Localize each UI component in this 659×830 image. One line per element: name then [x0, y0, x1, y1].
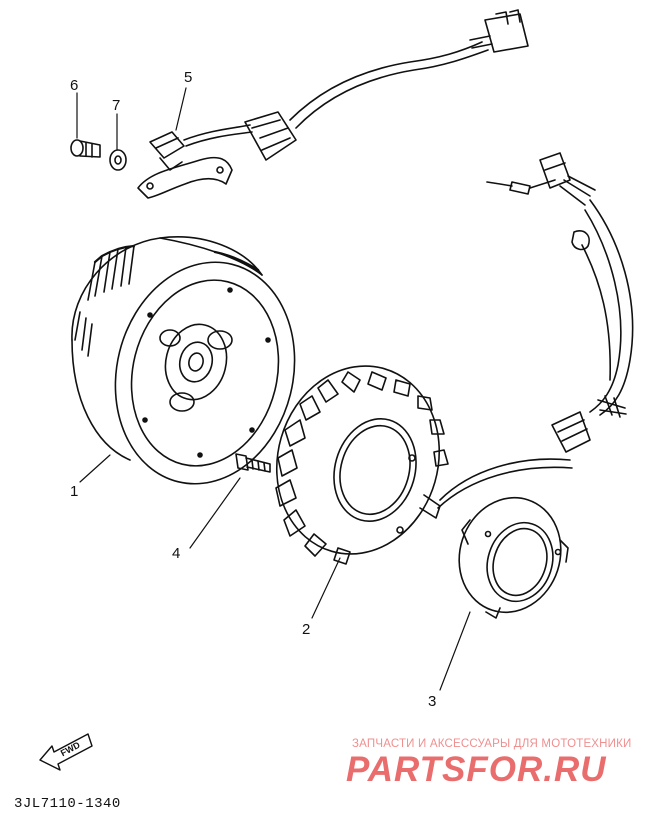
- callout-part-5: 5: [184, 69, 193, 86]
- callout-part-2: 2: [302, 621, 311, 638]
- stator-wire-harness: [486, 152, 634, 418]
- fwd-arrow-icon: [39, 733, 93, 771]
- callout-part-4: 4: [172, 545, 181, 562]
- callout-part-1: 1: [70, 483, 79, 500]
- leader-lines: [76, 87, 471, 691]
- stator: [275, 365, 591, 565]
- rotor-flywheel: [71, 236, 296, 485]
- callout-part-3: 3: [428, 693, 437, 710]
- bolt-part-4: [235, 453, 271, 473]
- callout-part-7: 7: [112, 97, 121, 114]
- washer-part-7: [109, 149, 127, 171]
- screw-part-6: [70, 139, 101, 158]
- watermark-tagline: ЗАПЧАСТИ И АКСЕССУАРЫ ДЛЯ МОТОТЕХНИКИ: [352, 738, 632, 750]
- pickup-coil: [458, 496, 569, 619]
- diagram-code: 3JL7110-1340: [14, 796, 121, 812]
- watermark-brand-logo: PARTSFOR.RU: [346, 750, 607, 789]
- callout-part-6: 6: [70, 77, 79, 94]
- sensor-bracket-part-5: [137, 9, 529, 199]
